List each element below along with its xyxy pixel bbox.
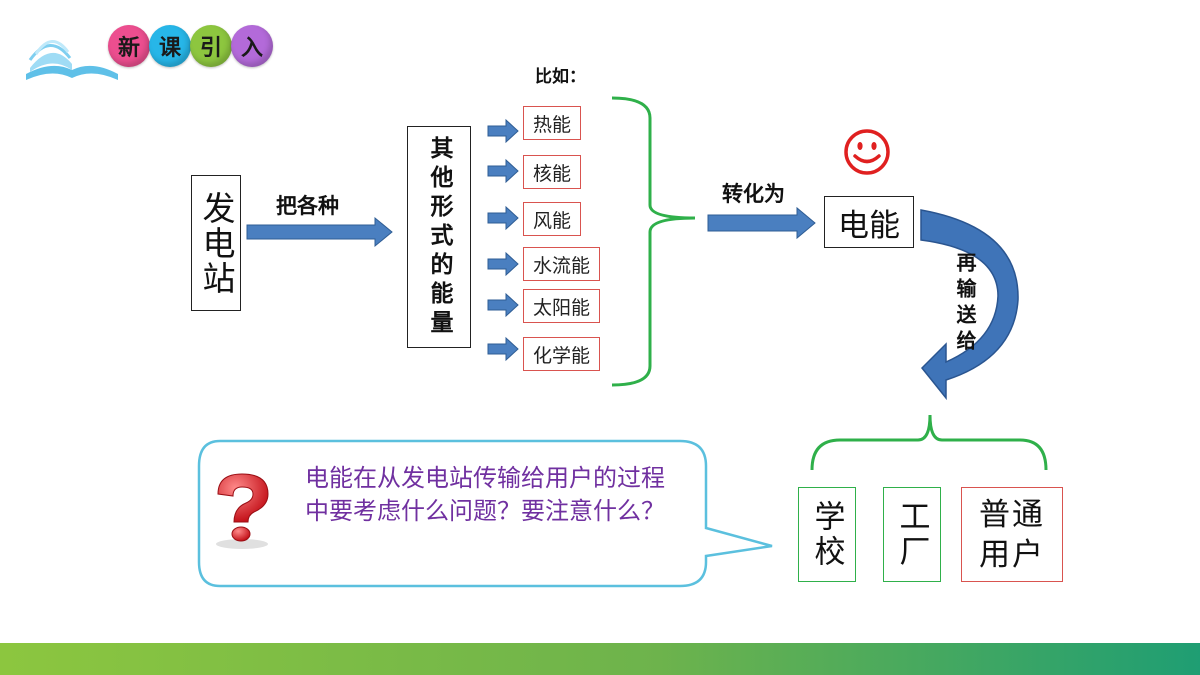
consumer-school: 学校 [798, 487, 856, 582]
consumer-bracket [810, 414, 1048, 471]
badge-char-3: 引 [190, 25, 232, 67]
consumer-factory-label: 工厂 [893, 499, 930, 570]
label-convert-to: 转化为 [722, 182, 785, 206]
energy-form-solar: 太阳能 [523, 289, 601, 323]
consumer-school-label: 学校 [808, 499, 845, 570]
book-icon [26, 40, 118, 80]
label-for-example: 比如： [535, 67, 586, 87]
small-arrow-4 [487, 251, 519, 277]
badge-char-1: 新 [108, 25, 150, 67]
power-station-label: 发电站 [197, 190, 236, 296]
energy-form-hydro: 水流能 [523, 247, 601, 281]
arrow-to-other-forms [246, 216, 393, 248]
energy-form-chemical: 化学能 [523, 337, 601, 371]
footer-bar [0, 643, 1200, 675]
small-arrow-5 [487, 292, 519, 318]
question-mark-icon [216, 473, 269, 549]
smiley-icon [844, 129, 890, 175]
label-transmit-to: 再输送给 [951, 252, 977, 360]
badge-char-2: 课 [149, 25, 191, 67]
energy-form-nuclear: 核能 [523, 155, 582, 189]
power-station-box: 发电站 [191, 175, 241, 311]
badge-char-4: 入 [231, 25, 273, 67]
question-bubble [197, 439, 773, 588]
electric-energy-label: 电能 [838, 207, 900, 244]
electric-energy-box: 电能 [824, 196, 914, 248]
small-arrow-6 [487, 336, 519, 362]
arrow-to-electric [707, 206, 816, 240]
energy-form-heat: 热能 [523, 106, 582, 140]
question-text: 电能在从发电站传输给用户的过程中要考虑什么问题？要注意什么？ [305, 464, 665, 525]
label-take-various: 把各种 [276, 194, 339, 218]
small-arrow-1 [487, 118, 519, 144]
energy-form-wind: 风能 [523, 202, 582, 236]
consumer-factory: 工厂 [883, 487, 941, 582]
energy-bracket [611, 96, 696, 387]
other-forms-box: 其他形式的能量 [407, 126, 471, 348]
small-arrow-3 [487, 205, 519, 231]
consumer-household: 普通用户 [961, 487, 1063, 582]
small-arrow-2 [487, 158, 519, 184]
consumer-household-label: 普通用户 [979, 496, 1045, 573]
label-transmit-to-text: 再输送给 [953, 252, 977, 356]
curved-arrow-icon [920, 209, 1019, 401]
other-forms-label: 其他形式的能量 [426, 135, 452, 339]
